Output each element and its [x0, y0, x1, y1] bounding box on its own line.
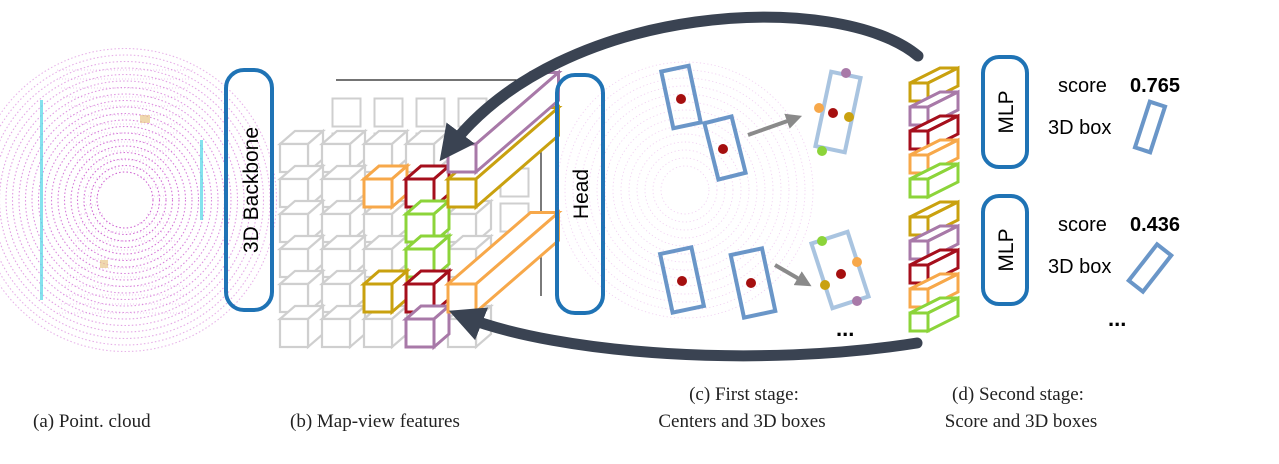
- stage1-ellipsis: ...: [836, 316, 854, 341]
- box-label: 3D box: [1048, 256, 1111, 278]
- bounding-box: [728, 246, 778, 320]
- center-point: [718, 144, 728, 154]
- curved-arrow-icon: [448, 307, 923, 362]
- straight-arrow-icon: [773, 263, 812, 287]
- caption-c-line1: (c) First stage:: [689, 384, 799, 405]
- bounding-box-icon: [1132, 99, 1168, 155]
- score-value: 0.436: [1130, 214, 1180, 236]
- box-label: 3D box: [1048, 117, 1111, 139]
- backbone-block: 3D Backbone: [224, 68, 274, 312]
- feature-grid: [277, 69, 563, 351]
- refined-box: [813, 69, 863, 155]
- caption-c-line2: Centers and 3D boxes: [658, 411, 825, 432]
- caption-a: (a) Point. cloud: [33, 411, 151, 432]
- mlp-block-bottom: MLP: [981, 194, 1029, 306]
- stacked-features-bottom: [908, 199, 960, 334]
- score-label: score: [1058, 75, 1107, 97]
- bounding-box: [658, 63, 704, 131]
- first-stage-boxes: ...: [657, 63, 872, 341]
- bounding-box: [701, 114, 749, 182]
- mlp-bottom-label: MLP: [995, 228, 1018, 271]
- stacked-features-top: [908, 65, 960, 200]
- curved-arrow-icon: [439, 11, 924, 162]
- caption-d-line2: Score and 3D boxes: [945, 411, 1098, 432]
- backbone-label: 3D Backbone: [240, 127, 263, 253]
- head-block: Head: [555, 73, 605, 315]
- faint-point-cloud: [556, 61, 814, 319]
- bounding-box-icon: [1125, 241, 1175, 295]
- straight-arrow-icon: [747, 113, 803, 137]
- score-label: score: [1058, 214, 1107, 236]
- caption-d-line1: (d) Second stage:: [952, 384, 1084, 405]
- bounding-box: [657, 244, 707, 316]
- output-top: score 0.765 3D box: [1048, 75, 1180, 155]
- caption-b: (b) Map-view features: [290, 411, 460, 432]
- mlp-block-top: MLP: [981, 55, 1029, 169]
- output-bottom: score 0.436 3D box ...: [1048, 214, 1180, 331]
- center-point: [746, 278, 756, 288]
- center-point: [677, 276, 687, 286]
- stage2-ellipsis: ...: [1108, 306, 1126, 331]
- center-point: [676, 94, 686, 104]
- head-label: Head: [570, 169, 593, 219]
- score-value: 0.765: [1130, 75, 1180, 97]
- mlp-top-label: MLP: [995, 90, 1018, 133]
